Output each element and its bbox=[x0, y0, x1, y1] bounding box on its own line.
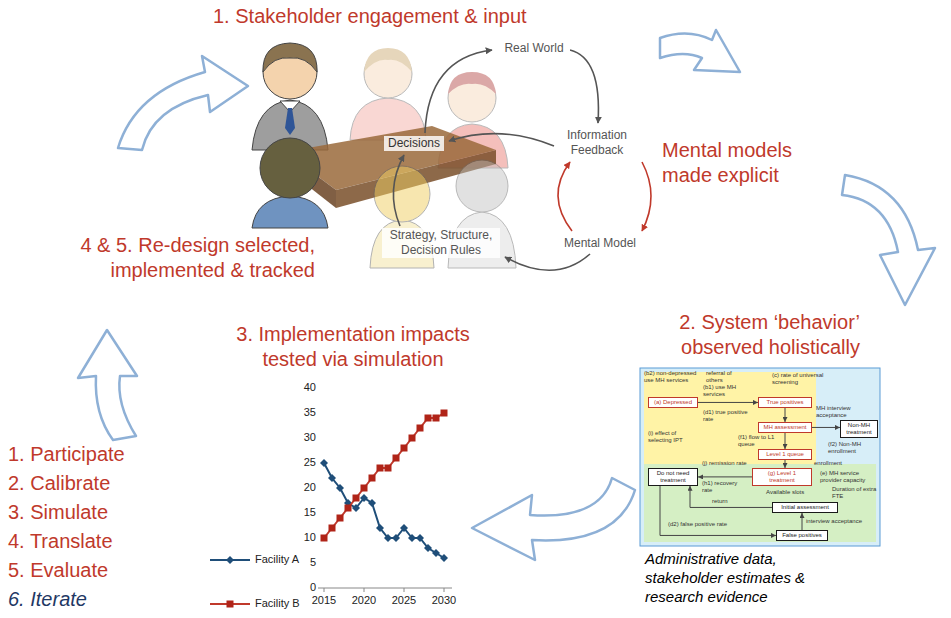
person bbox=[252, 138, 328, 228]
stock-name: Do not need treatment bbox=[651, 470, 695, 484]
step-item: 6. Iterate bbox=[8, 587, 208, 612]
flow-label: return bbox=[712, 498, 736, 505]
stock-box: False positives bbox=[776, 530, 828, 541]
tick-label: 25 bbox=[296, 456, 316, 470]
tick-label: 40 bbox=[296, 381, 316, 395]
tick-label: 2030 bbox=[426, 594, 462, 608]
flow-label: MH interview acceptance bbox=[816, 405, 862, 419]
legend-label: Facility A bbox=[255, 553, 299, 567]
legend-sample bbox=[210, 556, 250, 608]
flow-label: (b1) use MH services bbox=[703, 384, 751, 398]
stock-box: (a) Depressed bbox=[648, 397, 698, 408]
loop-label: Information Feedback bbox=[558, 128, 636, 158]
series-line bbox=[324, 413, 444, 538]
stage-title: 4 & 5. Re-design selected, implemented &… bbox=[15, 233, 315, 283]
stock-name: Non-MH treatment bbox=[843, 422, 875, 436]
step-item: 3. Simulate bbox=[8, 500, 208, 525]
stock-name: (g) Level 1 treatment bbox=[755, 470, 809, 484]
person bbox=[252, 43, 328, 150]
tick-label: 2020 bbox=[346, 594, 382, 608]
loop-label: Decisions bbox=[384, 136, 444, 151]
cycle-arrows bbox=[78, 30, 935, 560]
loop-label: Mental Model bbox=[560, 236, 640, 251]
series-line bbox=[324, 463, 444, 558]
cycle-arrow bbox=[78, 330, 137, 440]
step-item: 1. Participate bbox=[8, 442, 208, 467]
stock-box: Do not need treatment bbox=[648, 468, 698, 486]
flow-label: interview acceptance bbox=[806, 518, 876, 525]
stock-box: Initial assessment bbox=[772, 502, 838, 513]
tick-label: 20 bbox=[296, 481, 316, 495]
flow-label: (h1) recovery rate bbox=[702, 480, 748, 494]
stock-box: MH assessment bbox=[758, 422, 812, 433]
legend-label: Facility B bbox=[255, 597, 300, 611]
stock-name: False positives bbox=[779, 532, 825, 539]
tick-label: 0 bbox=[296, 581, 316, 595]
stage-title: 1. Stakeholder engagement & input bbox=[213, 4, 593, 29]
flow-arrow bbox=[785, 408, 786, 422]
stock-name: (a) Depressed bbox=[651, 399, 695, 406]
stock-box: Non-MH treatment bbox=[840, 420, 878, 438]
flow-arrow bbox=[660, 486, 776, 536]
flow-label: (d2) false positive rate bbox=[668, 521, 768, 528]
stock-name: Level 1 queue bbox=[761, 451, 809, 458]
flow-arrow bbox=[698, 402, 758, 403]
flow-label: enrollment bbox=[814, 460, 848, 467]
stock-name: True positives bbox=[761, 399, 809, 406]
tick-label: 2025 bbox=[386, 594, 422, 608]
flow-label: (c) rate of universal screening bbox=[772, 372, 834, 386]
series-markers bbox=[321, 410, 448, 542]
flow-arrow bbox=[812, 427, 840, 428]
feedback-brackets bbox=[558, 162, 651, 231]
tick-label: 2015 bbox=[306, 594, 342, 608]
flow-label: (i) effect of selecting IPT bbox=[648, 430, 700, 444]
tick-label: 35 bbox=[296, 406, 316, 420]
cycle-arrow bbox=[118, 56, 248, 150]
caption: Administrative data, stakeholder estimat… bbox=[645, 550, 845, 606]
series-markers bbox=[320, 459, 448, 562]
tick-label: 15 bbox=[296, 506, 316, 520]
stock-name: MH assessment bbox=[761, 424, 809, 431]
cycle-arrow bbox=[660, 30, 740, 72]
flow-label: referral of others bbox=[706, 370, 750, 384]
tick-label: 30 bbox=[296, 431, 316, 445]
stock-flow-panel bbox=[640, 368, 880, 546]
stage-title: 2. System ‘behavior’ observed holistical… bbox=[615, 310, 860, 360]
cycle-arrow bbox=[472, 478, 635, 560]
flow-label: (d1) true positive rate bbox=[703, 409, 751, 423]
stock-box: Level 1 queue bbox=[758, 449, 812, 460]
flow-label: Duration of extra FTE bbox=[832, 486, 878, 500]
loop-label: Real World bbox=[498, 41, 570, 56]
stock-name: Initial assessment bbox=[775, 504, 835, 511]
step-item: 2. Calibrate bbox=[8, 471, 208, 496]
stock-box: (g) Level 1 treatment bbox=[752, 468, 812, 486]
flow-label: (j) remission rate bbox=[702, 460, 748, 467]
tick-label: 10 bbox=[296, 531, 316, 545]
step-item: 5. Evaluate bbox=[8, 558, 208, 583]
flow-arrow bbox=[785, 460, 786, 468]
flow-label: (f2) Non-MH enrollment bbox=[828, 441, 878, 455]
flow-arrow bbox=[698, 476, 752, 477]
flow-arrow bbox=[802, 513, 803, 530]
flow-label: (f1) flow to L1 queue bbox=[738, 434, 781, 448]
person bbox=[350, 48, 426, 140]
flow-arrow bbox=[785, 433, 786, 449]
stage-note: Mental models made explicit bbox=[662, 138, 827, 188]
loop-label: Strategy, Structure, Decision Rules bbox=[382, 228, 500, 258]
flow-label: Available slots bbox=[766, 489, 816, 496]
flow-label: (e) MH service provider capacity bbox=[820, 470, 878, 484]
step-item: 4. Translate bbox=[8, 529, 208, 554]
cycle-arrow bbox=[842, 175, 935, 305]
flow-label: (b2) non-depressed use MH services bbox=[644, 370, 700, 384]
stock-box: True positives bbox=[758, 397, 812, 408]
stage-title: 3. Implementation impacts tested via sim… bbox=[218, 322, 488, 372]
line-chart bbox=[210, 410, 452, 608]
